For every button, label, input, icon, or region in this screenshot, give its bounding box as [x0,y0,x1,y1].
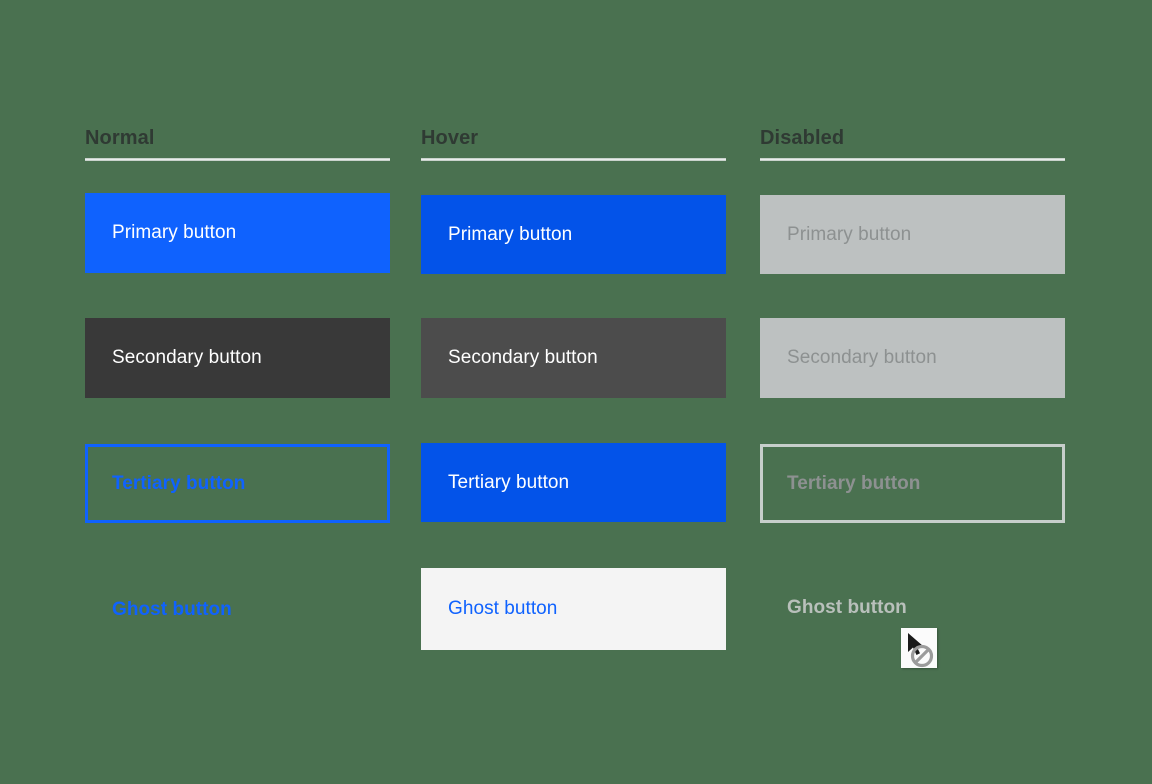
column-divider-disabled [760,158,1065,161]
column-header-normal: Normal [85,127,155,149]
tertiary-button-normal[interactable]: Tertiary button [85,444,390,523]
primary-button-normal[interactable]: Primary button [85,193,390,273]
secondary-button-disabled: Secondary button [760,318,1065,398]
cursor-arrow-icon [908,633,934,668]
column-header-hover: Hover [421,127,479,149]
column-divider-hover [421,158,726,161]
ghost-button-disabled: Ghost button [760,586,1065,629]
column-divider-normal [85,158,390,161]
secondary-button-hover[interactable]: Secondary button [421,318,726,398]
primary-button-disabled: Primary button [760,195,1065,274]
column-header-disabled: Disabled [760,127,845,149]
tertiary-button-disabled: Tertiary button [760,444,1065,523]
ghost-button-hover[interactable]: Ghost button [421,568,726,650]
secondary-button-normal[interactable]: Secondary button [85,318,390,398]
not-allowed-cursor [901,628,937,668]
primary-button-hover[interactable]: Primary button [421,195,726,274]
tertiary-button-hover[interactable]: Tertiary button [421,443,726,522]
ghost-button-normal[interactable]: Ghost button [85,588,390,631]
